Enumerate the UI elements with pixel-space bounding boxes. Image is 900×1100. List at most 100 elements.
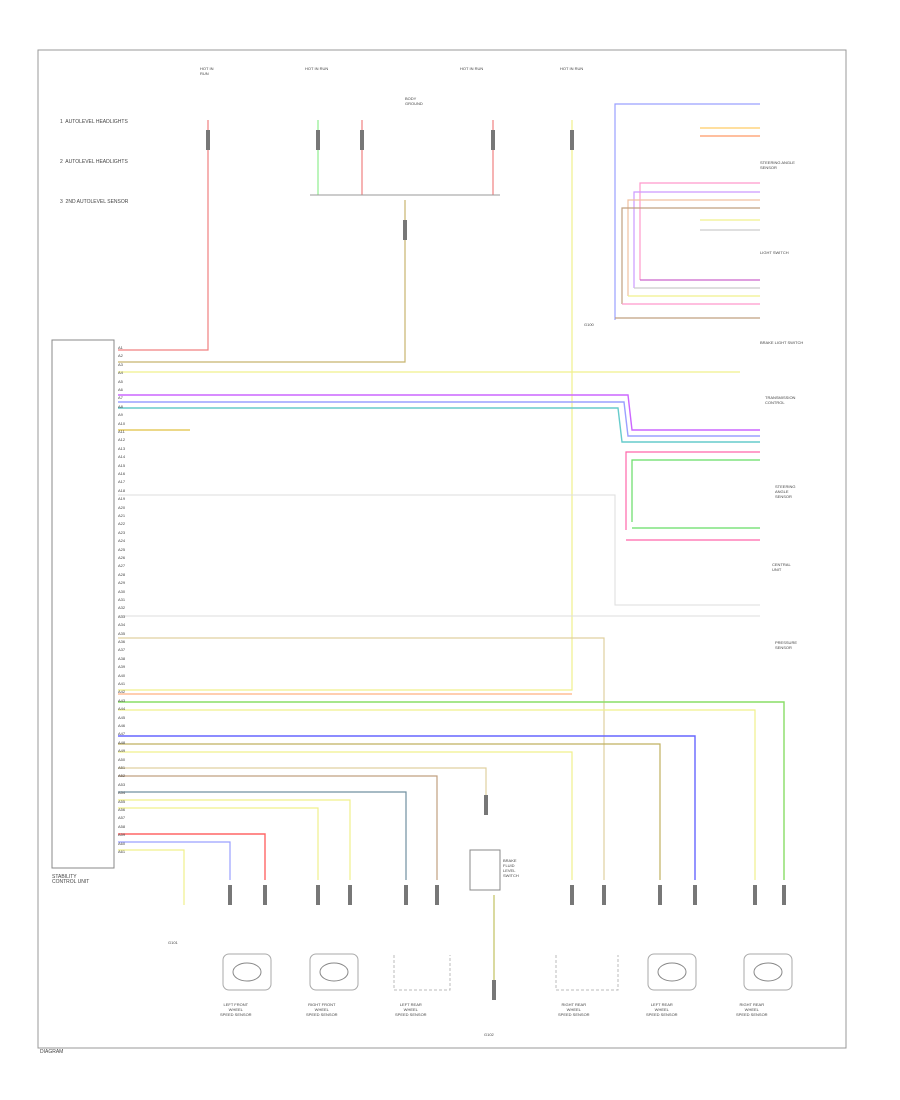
pin-label: A10 <box>118 420 126 426</box>
pin-label: A60 <box>118 840 126 846</box>
pin-label: A34 <box>118 622 126 628</box>
pin-label: A57 <box>118 815 126 821</box>
bottom-connector <box>782 885 786 905</box>
switch-connector <box>484 795 488 815</box>
pin-label: A13 <box>118 445 126 451</box>
wire-green-lower <box>118 701 785 880</box>
pin-label: A48 <box>118 739 126 745</box>
pin-label: A41 <box>118 681 126 686</box>
pin-label: A6 <box>118 387 123 392</box>
splice-note: BODY GROUND <box>405 96 423 106</box>
pin-label: A37 <box>118 647 126 653</box>
pin-label: A5 <box>118 378 123 384</box>
pin-label: A61 <box>118 849 126 854</box>
fuse-a-label: HOT IN RUN <box>200 66 214 76</box>
bottom-connector <box>753 885 757 905</box>
component-transmission: TRANSMISSION CONTROL <box>765 395 796 405</box>
pin-label: A4 <box>118 370 123 376</box>
pin-label: A31 <box>118 597 126 602</box>
wire-brown-lower <box>118 775 438 880</box>
pin-label: A43 <box>118 697 126 703</box>
pin-label: A38 <box>118 655 126 661</box>
sensor-layer <box>222 849 793 991</box>
wire-olive-lower <box>118 743 661 880</box>
pin-label: A32 <box>118 605 126 611</box>
wire-brake-switch <box>118 767 487 800</box>
bottom-connector <box>602 885 606 905</box>
top-connector <box>206 130 210 150</box>
pin-label: A11 <box>118 429 125 434</box>
wire-mid-blue <box>118 401 760 437</box>
bottom-connector <box>570 885 574 905</box>
bottom-connector <box>316 885 320 905</box>
component-steering-sensor-2: STEERING ANGLE SENSOR <box>775 484 796 499</box>
wire-brown <box>621 207 760 304</box>
wire-blue-harness <box>614 103 760 320</box>
note-3: 3 2ND AUTOLEVEL SENSOR <box>60 199 129 205</box>
bottom-component-3: LEFT REAR WHEEL SPEED SENSOR <box>395 1002 427 1017</box>
wire-splice-feed <box>118 200 406 363</box>
brake-fluid-switch <box>469 849 501 891</box>
wire-green-loop <box>631 459 760 522</box>
bottom-connector <box>435 885 439 905</box>
wire-yellow-3 <box>118 799 351 880</box>
pin-label: A29 <box>118 580 126 586</box>
wire-power-red <box>118 120 209 351</box>
pin-label: A44 <box>118 706 126 712</box>
note-1: 1 AUTOLEVEL HEADLIGHTS <box>60 119 128 125</box>
note-2: 2 AUTOLEVEL HEADLIGHTS <box>60 159 128 165</box>
component-light-switch: LIGHT SWITCH <box>760 250 789 255</box>
pin-label: A52 <box>118 773 126 779</box>
brake-switch-label: BRAKE FLUID LEVEL SWITCH <box>503 858 519 878</box>
top-connector <box>316 130 320 150</box>
wire-mid-teal <box>118 407 760 443</box>
bottom-component-1: LEFT FRONT WHEEL SPEED SENSOR <box>220 1002 252 1017</box>
component-central-unit: CENTRAL UNIT <box>772 562 791 572</box>
pin-label: A24 <box>118 538 126 544</box>
pin-label: A2 <box>118 353 123 359</box>
pin-label: A25 <box>118 546 126 552</box>
pin-label: A59 <box>118 832 126 838</box>
fuse-c-label: HOT IN RUN <box>460 66 484 71</box>
pin-label: A45 <box>118 714 126 720</box>
pin-label: A39 <box>118 664 126 670</box>
pin-label: A16 <box>118 471 126 476</box>
pin-label: A3 <box>118 361 123 367</box>
pin-label: A55 <box>118 798 126 804</box>
pin-label: A30 <box>118 588 126 594</box>
wire-yellow-2 <box>118 751 573 880</box>
pin-label: A14 <box>118 454 126 460</box>
control-unit-box <box>51 339 115 869</box>
bottom-component-2: RIGHT FRONT WHEEL SPEED SENSOR <box>306 1002 338 1017</box>
pin-label: A27 <box>118 563 126 569</box>
wheel-sensor-lr <box>647 953 697 991</box>
bottom-connector <box>693 885 697 905</box>
wire-blue-lf <box>118 841 231 880</box>
pin-label: A40 <box>118 672 126 678</box>
wire-grey-blue <box>118 791 407 880</box>
ground-label-3: G102 <box>484 1032 494 1037</box>
bottom-component-6: RIGHT REAR WHEEL SPEED SENSOR <box>736 1002 768 1017</box>
wheel-sensor-rr <box>743 953 793 991</box>
bottom-connector <box>263 885 267 905</box>
footer-label: DIAGRAM <box>40 1049 64 1055</box>
wire-tan-drop <box>118 637 605 880</box>
wire-layer <box>118 103 785 1000</box>
pin-label: A33 <box>118 613 126 619</box>
pin-label: A35 <box>118 630 126 636</box>
ground-label-1: G100 <box>584 322 594 327</box>
wire-blue-lower <box>118 735 696 880</box>
sensor-bracket-right <box>555 955 619 991</box>
top-connector <box>570 130 574 150</box>
pin-label: A51 <box>118 765 126 770</box>
pin-label: A28 <box>118 571 126 577</box>
bottom-connector <box>658 885 662 905</box>
pin-label: A26 <box>118 555 126 560</box>
pin-label: A49 <box>118 748 126 754</box>
bottom-component-4: RIGHT REAR WHEEL SPEED SENSOR <box>558 1002 590 1017</box>
top-connector <box>491 130 495 150</box>
wire-ground <box>118 849 185 905</box>
wire-violet <box>633 191 760 288</box>
fuse-b-label: HOT IN RUN <box>305 66 329 71</box>
